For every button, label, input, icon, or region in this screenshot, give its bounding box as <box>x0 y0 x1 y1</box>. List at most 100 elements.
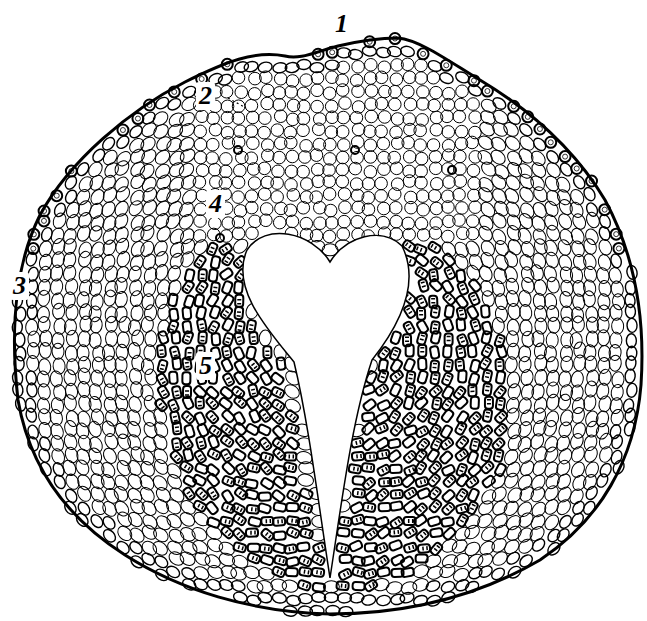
plant-cell <box>357 467 359 471</box>
plant-cell <box>419 393 422 395</box>
plant-cell <box>159 403 162 406</box>
plant-cell <box>273 98 286 111</box>
plant-cell <box>115 249 132 268</box>
plant-cell <box>418 48 429 59</box>
plant-cell <box>582 394 597 412</box>
plant-cell <box>126 198 145 218</box>
plant-cell <box>172 438 182 451</box>
plant-cell <box>505 485 524 505</box>
plant-cell <box>483 383 492 396</box>
plant-cell <box>470 438 481 452</box>
plant-cell <box>455 358 464 371</box>
plant-cell <box>112 199 131 219</box>
plant-cell <box>246 371 260 385</box>
plant-cell <box>409 297 412 300</box>
plant-cell <box>298 100 311 113</box>
plant-cell <box>130 304 144 321</box>
plant-cell <box>446 365 450 367</box>
plant-cell <box>128 279 144 298</box>
plant-cell <box>461 425 464 427</box>
plant-cell <box>362 191 375 204</box>
plant-cell <box>445 379 449 381</box>
plant-cell <box>337 228 350 241</box>
plant-cell <box>226 457 229 459</box>
plant-cell <box>174 355 178 356</box>
plant-cell <box>201 285 204 287</box>
plant-cell <box>274 110 287 123</box>
plant-cell <box>517 171 536 191</box>
plant-cell <box>460 454 462 457</box>
plant-cell <box>398 373 400 376</box>
plant-cell <box>598 462 613 479</box>
plant-cell <box>173 408 177 410</box>
plant-cell <box>229 430 231 433</box>
plant-cell <box>266 404 269 407</box>
plant-cell <box>597 317 610 334</box>
plant-cell <box>383 425 385 429</box>
plant-cell <box>245 479 258 489</box>
plant-cell <box>206 138 219 151</box>
plant-cell <box>476 415 479 418</box>
plant-cell <box>442 230 455 243</box>
plant-cell <box>208 435 220 449</box>
plant-cell <box>277 520 279 524</box>
plant-cell <box>101 514 118 531</box>
plant-cell <box>435 490 438 493</box>
plant-cell <box>232 176 245 189</box>
plant-cell <box>445 404 448 406</box>
plant-cell <box>220 85 233 98</box>
plant-cell <box>238 400 241 403</box>
plant-cell <box>500 389 503 391</box>
plant-cell <box>448 440 450 443</box>
plant-cell <box>210 415 213 418</box>
plant-cell <box>622 398 635 414</box>
plant-cell <box>207 448 221 461</box>
plant-cell <box>393 530 395 534</box>
plant-cell <box>394 413 397 415</box>
plant-cell <box>187 492 190 494</box>
plant-cell <box>348 464 361 474</box>
plant-cell <box>150 539 170 558</box>
plant-cell <box>446 295 449 298</box>
plant-cell <box>184 465 186 468</box>
plant-cell <box>277 452 280 455</box>
plant-cell <box>190 538 210 557</box>
plant-cell <box>297 473 315 488</box>
plant-cell <box>255 508 257 512</box>
plant-cell <box>495 359 504 371</box>
plant-cell <box>474 441 478 443</box>
plant-cell <box>610 383 625 401</box>
plant-cell <box>461 288 465 290</box>
plant-cell <box>50 292 64 310</box>
plant-cell <box>222 461 236 475</box>
plant-cell <box>409 387 413 388</box>
plant-cell <box>274 72 287 85</box>
plant-cell <box>245 489 259 500</box>
plant-cell <box>430 371 440 384</box>
plant-cell <box>227 479 228 483</box>
plant-cell <box>128 319 141 336</box>
plant-cell <box>556 238 573 257</box>
plant-cell <box>271 177 284 190</box>
plant-cell <box>170 329 174 330</box>
plant-cell <box>297 165 310 178</box>
plant-cell <box>390 215 403 228</box>
plant-cell <box>222 372 235 386</box>
plant-cell <box>402 85 415 98</box>
plant-cell <box>506 371 521 389</box>
plant-cell <box>419 314 423 316</box>
plant-cell <box>626 383 638 398</box>
plant-cell <box>194 151 207 164</box>
plant-cell <box>291 519 293 523</box>
plant-cell <box>484 455 488 456</box>
plant-cell <box>490 186 510 206</box>
plant-cell <box>468 331 480 345</box>
plant-cell <box>276 390 278 394</box>
plant-cell <box>213 429 215 432</box>
plant-cell <box>325 126 338 139</box>
plant-cell <box>537 127 542 132</box>
plant-cell <box>242 472 245 474</box>
plant-cell <box>472 504 476 506</box>
plant-cell <box>225 428 227 431</box>
plant-cell <box>183 448 194 462</box>
